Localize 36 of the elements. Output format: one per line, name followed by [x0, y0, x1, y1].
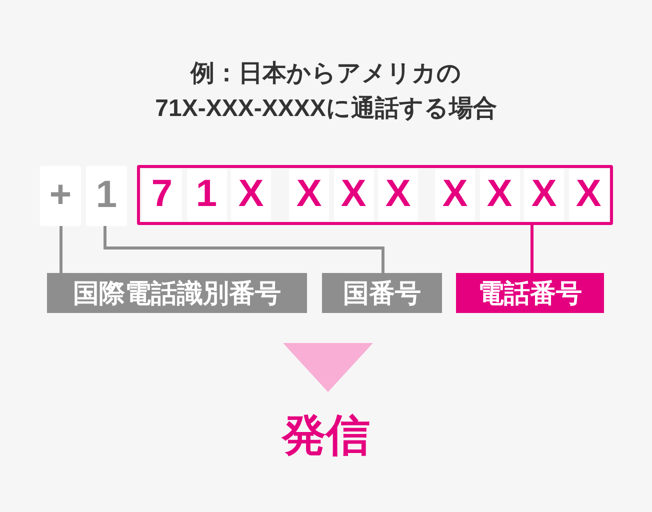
- digit: 7: [151, 174, 173, 216]
- result-label: 発信: [280, 412, 371, 460]
- digit-tile: [142, 169, 182, 221]
- digit: 1: [96, 175, 118, 217]
- leader-line: [530, 225, 534, 273]
- digit-tile: [231, 169, 271, 221]
- digit-tile: [480, 169, 520, 221]
- digit: 1: [196, 174, 218, 216]
- digit-tile: [524, 169, 564, 221]
- label-text: 国番号: [343, 278, 421, 308]
- digit: X: [385, 174, 411, 216]
- diagram-title: 例：日本からアメリカの71X-XXX-XXXXに通話する場合: [154, 59, 498, 124]
- digit: X: [442, 174, 468, 216]
- digit: X: [340, 174, 366, 216]
- leader-line: [104, 226, 384, 273]
- digit: X: [531, 174, 557, 216]
- digit-tile: [40, 166, 81, 226]
- digit: X: [576, 174, 602, 216]
- label-bar: [47, 273, 307, 313]
- digit-tile: [568, 169, 608, 221]
- digit: +: [49, 175, 72, 217]
- digit: X: [296, 174, 322, 216]
- label-text: 国際電話識別番号: [73, 278, 281, 308]
- digit-tile: [86, 166, 127, 226]
- number-frame: [137, 165, 613, 225]
- digit-tile: [378, 169, 418, 221]
- digit: X: [486, 174, 512, 216]
- digit-tile: [435, 169, 475, 221]
- digit: X: [238, 174, 264, 216]
- digit-tile: [334, 169, 374, 221]
- leader-line: [60, 226, 62, 273]
- label-bar: [322, 273, 442, 313]
- label-bar: [456, 273, 604, 313]
- digit-tile: [289, 169, 329, 221]
- digit-tile: [186, 169, 226, 221]
- label-text: 電話番号: [478, 278, 582, 308]
